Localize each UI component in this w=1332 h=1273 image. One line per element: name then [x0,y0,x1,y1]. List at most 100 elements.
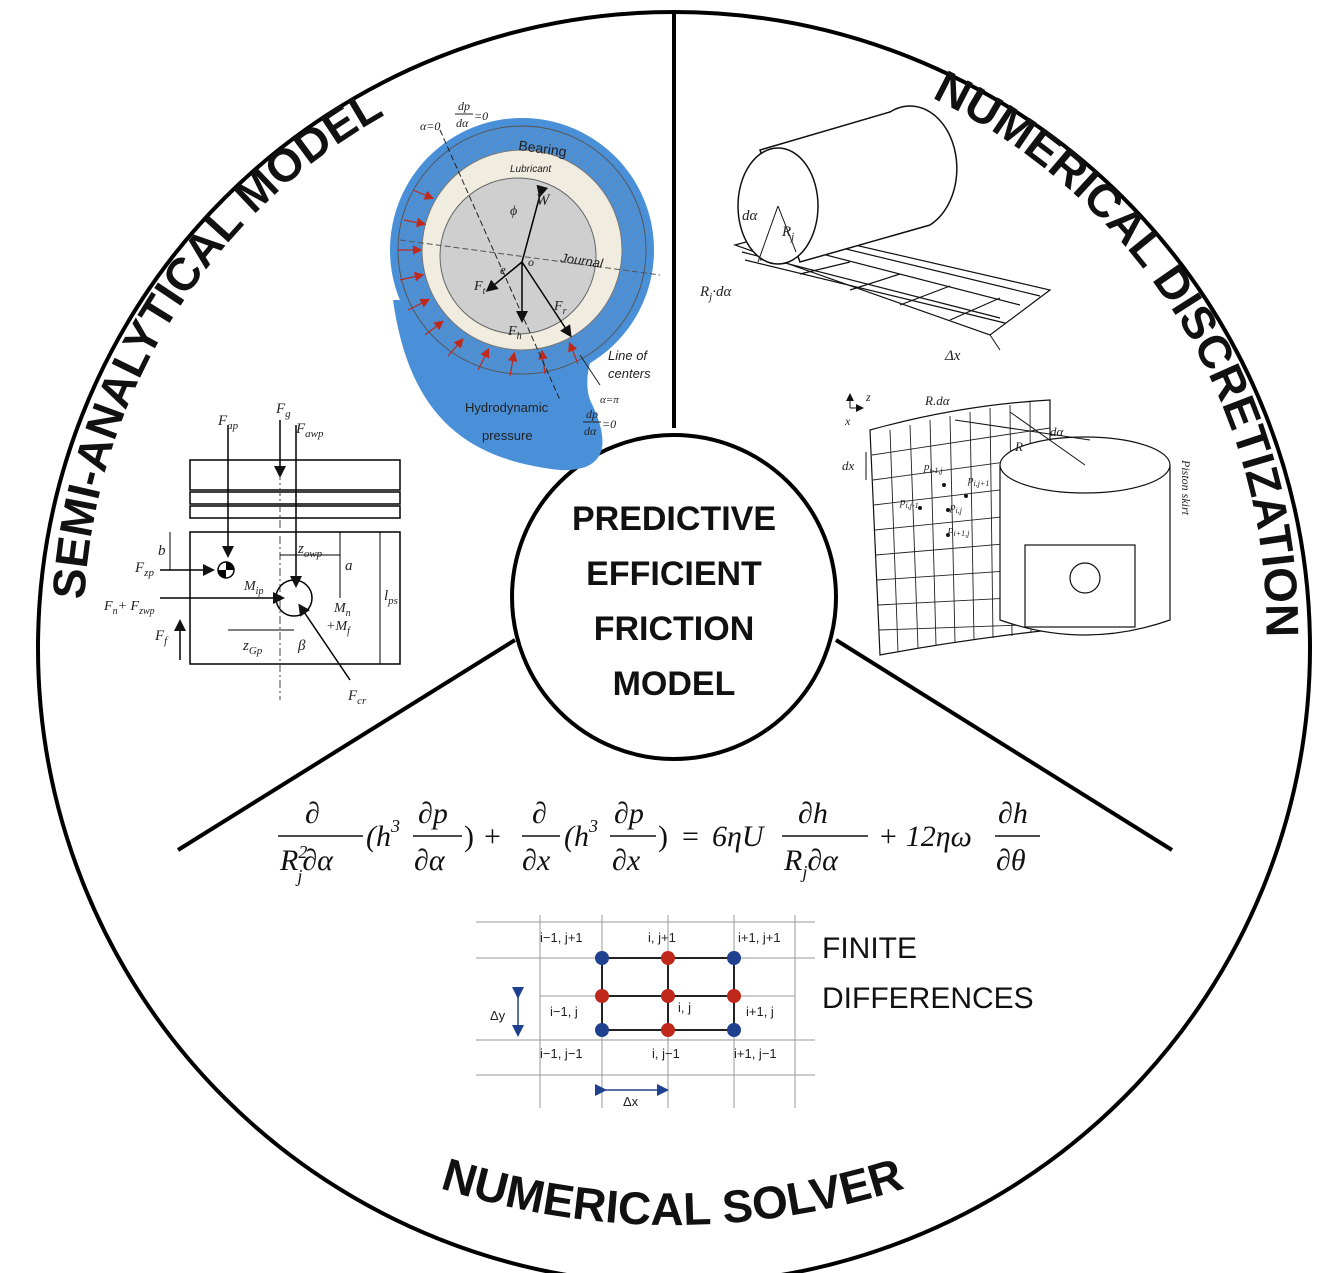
eq-12etaomega: + 12ηω [878,820,972,853]
alpha-zero-label: α=0 [420,119,440,133]
eq-t2-close: ) [658,820,668,853]
pressure-arrows [398,189,579,377]
lubricant-label: Lubricant [510,164,552,175]
eq-t2-h3: (h3 [564,816,598,853]
eq-plus-1: + [484,820,501,853]
divider-right [834,638,1174,852]
skirt-dx-label: dx [842,458,855,473]
lps-label: lps [384,588,398,607]
ff-label: Ff [154,628,169,647]
grid-label-tl: i−1, j+1 [540,930,583,945]
line-of-label: Line of [608,348,648,363]
delta-x-label: Δx [623,1094,639,1109]
node-tc [661,951,675,965]
w-label: W [536,192,551,209]
fh-label: Fh [507,324,522,342]
fap-label: Fap [217,413,239,432]
dalpha-bot-label: dα [584,424,597,438]
cyl-dalpha-label: dα [742,208,759,224]
zgp-label: zGp [242,638,263,657]
fcr-label: Fcr [347,688,367,707]
fn-fzwp-label: Fn+ Fzwp [103,599,155,617]
node-mr [727,989,741,1003]
eq-t2-dx: ∂x [612,844,641,877]
fzp-label: Fzp [134,560,154,579]
eq-t1-num: ∂ [305,797,320,830]
piston-skirt-figure: z x R.dα dα R dx Piston skirt pi-1,j pi,… [842,390,1193,656]
finite-difference-grid: i−1, j+1 i, j+1 i+1, j+1 i−1, j i, j i+1… [476,915,1034,1109]
eq0-top-label: =0 [474,109,488,123]
grid-label-tc: i, j+1 [648,930,676,945]
centers-label: centers [608,366,651,381]
label-numerical-solver: NUMERICAL SOLVER [437,1148,909,1235]
piston-skirt-label: Piston skirt [1179,459,1193,516]
eq-t1-dp: ∂p [418,797,448,830]
grid-label-br: i+1, j−1 [734,1046,777,1061]
finite-label: FINITE [822,932,917,965]
bearing-label: Bearing [518,137,568,160]
dalpha-top-label: dα [456,116,469,130]
fr-label: Fr [553,299,567,317]
eq-t2-num: ∂ [532,797,547,830]
ft-label: Ft [473,279,486,297]
p-ip1j-label: pi+1,j [947,524,970,538]
cyl-rj-label: Rj [781,224,794,243]
node-tl [595,951,609,965]
p-ij-label: pi,j [949,501,963,515]
node-mc [661,989,675,1003]
skirt-x-label: x [844,414,851,428]
eq-rhs1-dh: ∂h [798,797,828,830]
alpha-pi-label: α=π [600,394,619,406]
eq-rhs2-dh: ∂h [998,797,1028,830]
node-bc [661,1023,675,1037]
grid-label-bc: i, j−1 [652,1046,680,1061]
p-ijm1-label: pi,j-1 [899,496,919,510]
grid-label-mr: i+1, j [746,1004,774,1019]
skirt-dalpha-label: dα [1050,424,1065,439]
eq-rhs1-den: Rj∂α [783,844,839,882]
mn-label: Mn [333,601,351,619]
skirt-r-label: R [1014,439,1023,454]
node-bl [595,1023,609,1037]
a-label: a [345,558,353,574]
piston-figure: Fg Fap Fawp b zowp a Fzp Mip lps Fn+ Fzw… [103,401,401,707]
eq-6etau: 6ηU [712,820,766,853]
skirt-rdalpha-label: R.dα [924,393,951,408]
grid-label-tr: i+1, j+1 [738,930,781,945]
beta-label: β [297,638,306,654]
eq-rhs2-dtheta: ∂θ [996,844,1026,877]
o-label: o [528,255,534,269]
grid-label-mc: i, j [678,1000,691,1015]
label-semi-analytical: SEMI-ANALYTICAL MODEL [42,79,390,601]
cylinder-grid-figure: dα Rj Rj·dα Δx [699,105,1052,364]
fg-label: Fg [275,401,291,420]
zowp-label: zowp [297,541,323,560]
e-label: e [500,262,506,277]
delta-y-label: Δy [490,1008,506,1023]
center-line-4: MODEL [613,665,736,703]
skirt-z-label: z [865,390,871,404]
eq-t2-den: ∂x [522,844,551,877]
grid-label-bl: i−1, j−1 [540,1046,583,1061]
mip-label: Mip [243,579,263,597]
journal-bearing-figure: α=0 dp dα =0 Bearing Lubricant Journal W… [390,99,661,471]
eq-t1-dalpha: ∂α [414,844,446,877]
divider-left [176,638,517,852]
center-line-1: PREDICTIVE [572,500,776,538]
center-line-3: FRICTION [594,610,755,648]
grid-label-ml: i−1, j [550,1004,578,1019]
journal-label: Journal [559,250,605,271]
node-tr [727,951,741,965]
hydro-label-1: Hydrodynamic [465,400,549,415]
differences-label: DIFFERENCES [822,982,1034,1015]
cyl-rjdalpha-label: Rj·dα [699,284,732,303]
eq-t1-h3: (h3 [366,816,400,853]
b-label: b [158,543,166,559]
cyl-dx-label: Δx [944,348,961,364]
p-ij1-label: pi,j+1 [967,474,989,488]
eq-t2-dp: ∂p [614,797,644,830]
dp-bot-label: dp [586,407,598,421]
p-i1j-label: pi-1,j [923,461,943,475]
